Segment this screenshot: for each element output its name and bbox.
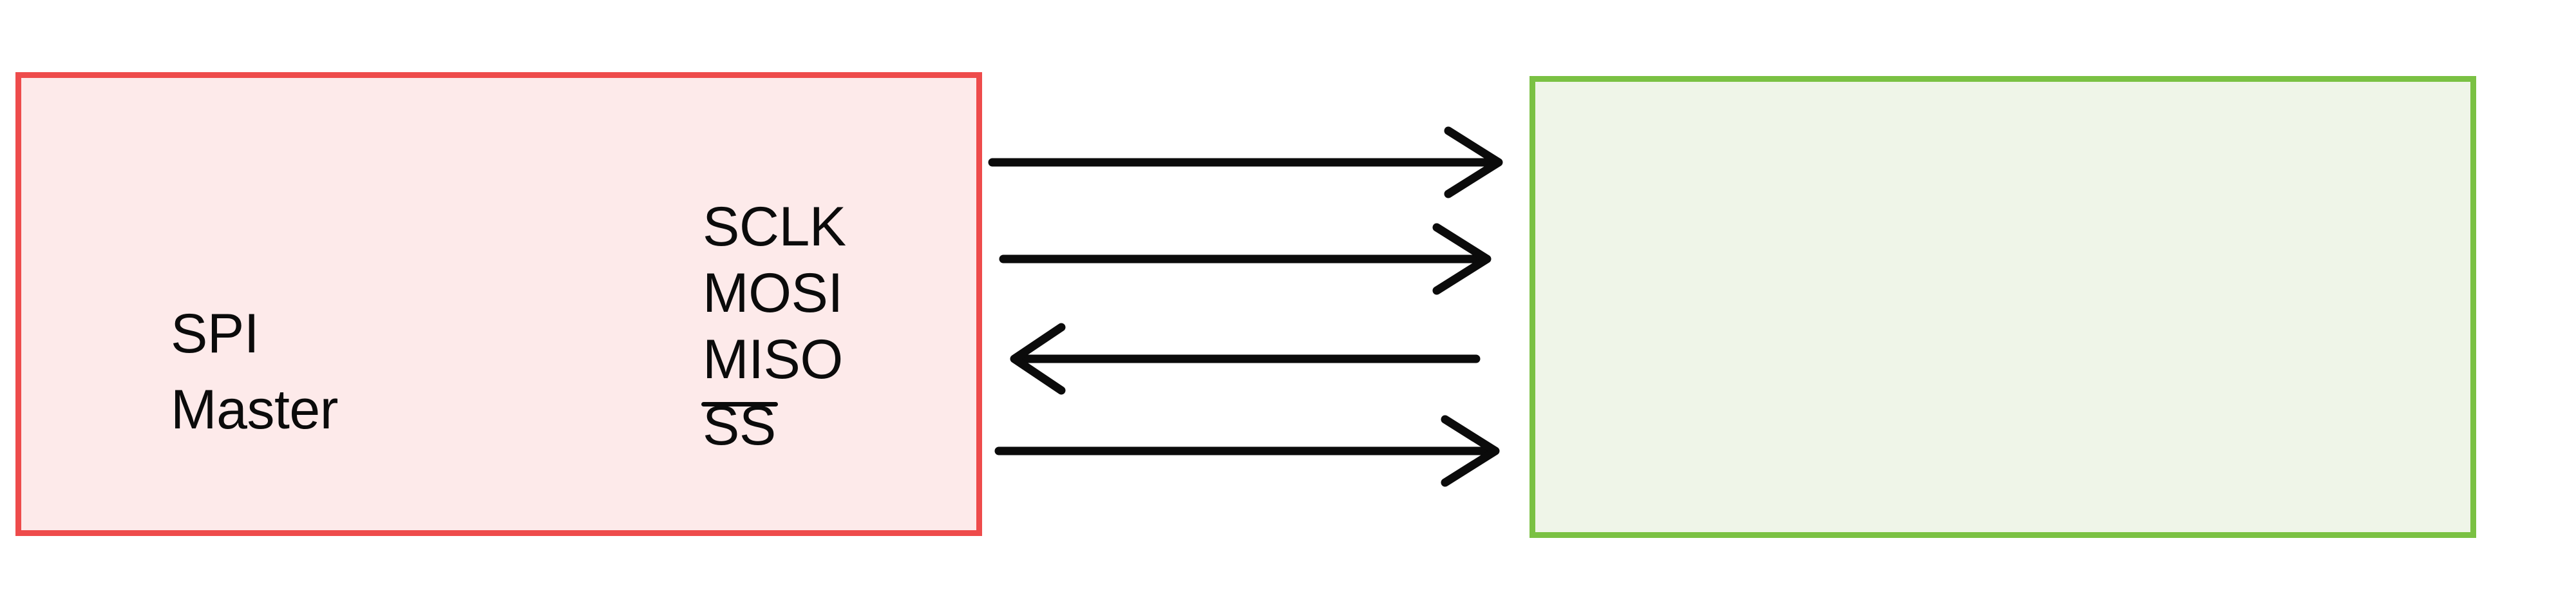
spi-master-role-label: SPI Master	[171, 303, 338, 441]
signal-arrow-ss	[994, 415, 1500, 487]
signal-arrow-sclk	[988, 126, 1503, 198]
master-pin-miso: MISO	[703, 329, 843, 390]
master-pin-sclk: SCLK	[703, 196, 846, 258]
spi-master-box: SPI Master SCLK MOSI MISO SS	[15, 72, 982, 536]
spi-master-pin-list: SCLK MOSI MISO SS	[701, 194, 846, 459]
master-pin-ss: SS	[701, 393, 846, 459]
master-pin-mosi: MOSI	[703, 262, 843, 324]
spi-slave-box: SPI Slave SCLK MOSI MISO SS	[1530, 76, 2476, 538]
signal-arrow-miso	[1010, 323, 1481, 395]
signal-arrow-mosi	[999, 223, 1492, 295]
